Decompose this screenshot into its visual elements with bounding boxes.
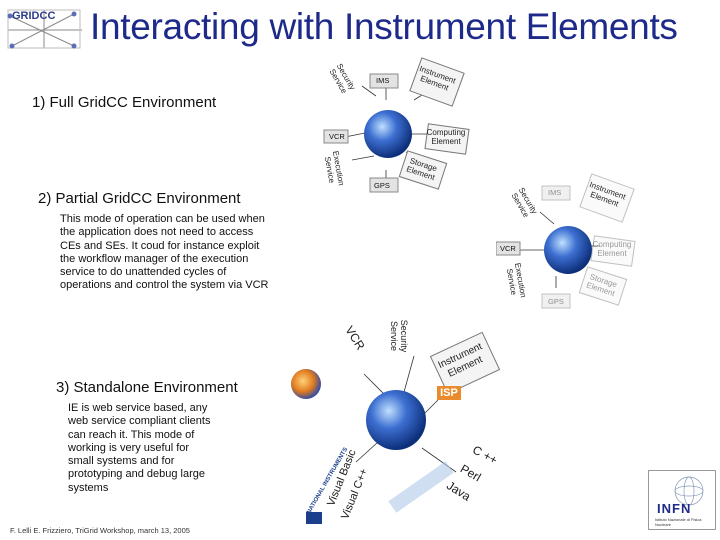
gridcc-logo: GRIDCC <box>4 6 84 50</box>
vcr-label-2: VCR <box>500 244 516 253</box>
isp-badge: ISP <box>437 386 461 400</box>
vcr-label: VCR <box>329 132 345 141</box>
computing-label-2: Computing Element <box>592 240 632 258</box>
diagram-full: IMS VCR GPS Security Service Instrument … <box>318 57 478 210</box>
infn-logo: INFN Istituto Nazionale di Fisica Nuclea… <box>648 470 716 530</box>
section-standalone-text: IE is web service based, any web service… <box>68 402 211 494</box>
footer-credit: F. Lelli E. Frizziero, TriGrid Workshop,… <box>10 526 190 535</box>
section-partial-text: This mode of operation can be used when … <box>60 213 269 292</box>
ims-label-2: IMS <box>548 188 562 197</box>
firefox-icon <box>291 369 321 399</box>
logo-text: GRIDCC <box>12 10 56 22</box>
globe-icon <box>364 110 412 158</box>
section-full-title: 1) Full GridCC Environment <box>32 94 217 111</box>
section-standalone-title: 3) Standalone Environment <box>56 379 238 396</box>
ni-eagle-icon <box>306 512 322 524</box>
section-partial-title: 2) Partial GridCC Environment <box>38 190 241 207</box>
diagram-standalone: VCR Security Service Instrument Element … <box>286 312 530 530</box>
diagram-partial: IMS VCR GPS Security Service Instrument … <box>496 173 718 316</box>
gps-label-2: GPS <box>548 297 564 306</box>
security-label-3: Security Service <box>389 319 409 353</box>
computing-label: Computing Element <box>426 128 466 146</box>
ims-label: IMS <box>376 76 390 85</box>
page-title: Interacting with Instrument Elements <box>90 6 678 47</box>
gps-label: GPS <box>374 181 390 190</box>
infn-subtitle: Istituto Nazionale di Fisica Nucleare <box>655 517 702 527</box>
infn-name: INFN <box>657 501 692 516</box>
